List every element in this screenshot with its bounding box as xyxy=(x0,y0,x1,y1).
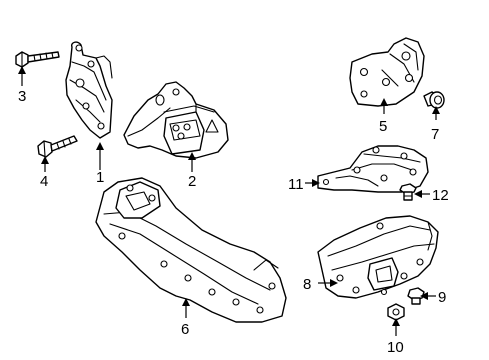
part-3-bolt xyxy=(15,51,60,68)
callout-5: 5 xyxy=(379,98,388,135)
part-7-stud xyxy=(423,91,445,109)
callout-3: 3 xyxy=(18,66,26,105)
part-10-nut xyxy=(387,303,405,321)
callout-9-label: 9 xyxy=(438,289,446,306)
callout-10: 10 xyxy=(387,318,404,356)
callout-7-label: 7 xyxy=(431,126,439,143)
part-4-bolt xyxy=(37,135,78,158)
part-1-mount-bracket xyxy=(65,41,113,139)
callout-1: 1 xyxy=(96,142,104,186)
callout-2-label: 2 xyxy=(188,173,196,190)
callout-4-label: 4 xyxy=(40,173,48,190)
part-9-bolt xyxy=(407,287,425,305)
part-6-crossmember xyxy=(95,177,287,323)
callout-2: 2 xyxy=(188,152,196,190)
callout-12: 12 xyxy=(414,187,449,204)
callout-6: 6 xyxy=(181,298,190,338)
callout-7: 7 xyxy=(431,106,440,143)
callout-4: 4 xyxy=(40,156,49,190)
callout-8: 8 xyxy=(303,276,338,293)
callout-12-label: 12 xyxy=(432,187,449,204)
callout-5-label: 5 xyxy=(379,118,387,135)
part-5-bracket xyxy=(349,37,425,107)
callout-11: 11 xyxy=(288,176,320,193)
part-8-transmission-mount xyxy=(317,215,439,299)
part-2-engine-mount xyxy=(123,81,229,159)
callout-9: 9 xyxy=(420,289,446,306)
callout-1-label: 1 xyxy=(96,169,104,186)
part-12-bolt xyxy=(399,183,417,201)
callout-10-label: 10 xyxy=(387,339,404,356)
part-11-transmission-mount xyxy=(317,145,429,193)
callout-6-label: 6 xyxy=(181,321,189,338)
callout-3-label: 3 xyxy=(18,88,26,105)
callout-8-label: 8 xyxy=(303,276,311,293)
callout-11-label: 11 xyxy=(288,176,304,193)
